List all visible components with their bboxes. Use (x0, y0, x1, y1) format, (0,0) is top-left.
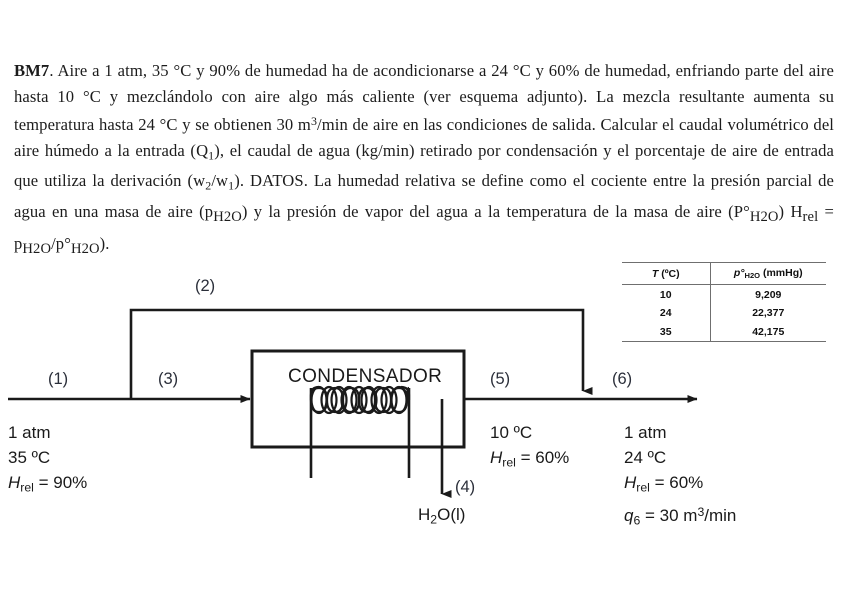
condensate-label-subscript: 2 (430, 512, 438, 527)
problem-line-1: . Aire a 1 atm, 35 °C y 90% de humedad h… (49, 61, 671, 80)
stream-5-specs: 10 ºC Hrel = 60% (490, 420, 569, 475)
condenser-label: CONDENSADOR (288, 366, 443, 387)
problem-line-8d: ). (99, 233, 110, 253)
inlet-humidity: Hrel = 90% (8, 470, 87, 500)
stream-1-label: (1) (48, 370, 69, 388)
vapor-pressure-table: T (ºC) p°H2O (mmHg) 10 9,209 24 22,377 3… (622, 261, 826, 343)
problem-line-4-subscript: 1 (208, 147, 215, 162)
outlet-flow-symbol: q (624, 506, 634, 526)
problem-line-8c: /p° (51, 233, 71, 253)
problem-line-8-sub1: rel (802, 209, 819, 226)
cell-temperature: 10 (622, 284, 711, 304)
condensate-label-h: H (418, 505, 431, 524)
inlet-temperature: 35 ºC (8, 448, 51, 467)
inlet-humidity-symbol: H (8, 473, 21, 492)
outlet-specs: 1 atm 24 ºC Hrel = 60% q6 = 30 m3/min (624, 420, 736, 534)
table-row: 24 22,377 (622, 303, 826, 323)
stream-5-humidity: Hrel = 60% (490, 445, 569, 475)
stream-6-label: (6) (612, 370, 633, 388)
outlet-humidity-symbol: H (624, 473, 637, 492)
table-row: 35 42,175 (622, 322, 826, 343)
pressure-unit: (mmHg) (762, 267, 803, 279)
problem-line-5: agua (kg/min) retirado por condensación … (14, 140, 834, 191)
condensate-label-ol: O(l) (437, 505, 466, 524)
table-header-pressure: p°H2O (mmHg) (710, 261, 826, 286)
problem-line-8-sub3: H2O (70, 240, 100, 257)
outlet-humidity: Hrel = 60% (624, 470, 736, 500)
inlet-specs: 1 atm 35 ºC Hrel = 90% (8, 420, 87, 500)
problem-line-4b: ), el caudal de (214, 140, 313, 160)
stream-5-label: (5) (490, 370, 511, 388)
stream-2-label: (2) (195, 277, 216, 295)
outlet-temperature: 24 ºC (624, 448, 667, 467)
cell-temperature: 24 (622, 303, 711, 323)
stream-3-label: (3) (158, 370, 179, 388)
problem-line-7b: ) y la presión de vapor del agua a la te… (241, 202, 750, 222)
table-row: 10 9,209 (622, 284, 826, 304)
inlet-humidity-value: = 90% (33, 473, 88, 492)
temperature-unit: (ºC) (661, 267, 680, 280)
outlet-flow-subscript: 6 (633, 513, 641, 528)
problem-line-7-sub2: H2O (749, 209, 779, 226)
pressure-subscript: H2O (744, 271, 761, 281)
outlet-humidity-value: = 60% (649, 473, 704, 492)
stream-5-humidity-symbol: H (490, 448, 503, 467)
problem-line-6-sub1: 2 (205, 178, 212, 193)
inlet-humidity-subscript: rel (20, 480, 34, 495)
stream-5-temperature: 10 ºC (490, 423, 533, 442)
temperature-symbol: T (651, 267, 659, 280)
cell-pressure: 22,377 (752, 307, 785, 320)
outlet-humidity-subscript: rel (636, 480, 650, 495)
table-header-temperature: T (ºC) (622, 261, 711, 286)
problem-line-6a: (w (187, 171, 206, 191)
problem-line-2: enfriando parte del aire hasta 10 °C y m… (14, 61, 834, 106)
coil-loops (309, 385, 411, 415)
stream-5-humidity-value: = 60% (515, 448, 570, 467)
table-header-row: T (ºC) p°H2O (mmHg) (622, 261, 826, 286)
outlet-flow: q6 = 30 m3/min (624, 500, 736, 534)
outlet-flow-exponent: 3 (697, 505, 705, 520)
inlet-pressure: 1 atm (8, 423, 51, 442)
problem-line-8b: = p (14, 202, 834, 253)
stream-4-label: (4) (455, 478, 476, 496)
problem-line-6b: /w (211, 171, 229, 191)
problem-line-6-sub2: 1 (228, 178, 235, 193)
problem-line-7a: en una masa de aire (p (52, 202, 214, 222)
problem-line-4a: condiciones de salida. Calcular el cauda… (14, 115, 835, 160)
condensate-label: H2O(l) (418, 502, 465, 532)
problem-line-8a: H (790, 202, 803, 222)
stream-5-humidity-subscript: rel (502, 455, 516, 470)
problem-line-7c: ) (778, 202, 785, 222)
outlet-pressure: 1 atm (624, 423, 667, 442)
outlet-flow-unit: /min (704, 506, 737, 526)
problem-line-8-sub2: H2O (22, 240, 52, 257)
problem-code: BM7 (14, 61, 50, 80)
cell-pressure: 9,209 (755, 288, 782, 301)
problem-line-3b: /min de aire en las (317, 115, 443, 135)
problem-line-3a: La mezcla resultante aumenta su temperat… (14, 86, 834, 135)
problem-line-3-exponent: 3 (310, 114, 318, 128)
pressure-symbol: p° (733, 267, 745, 279)
outlet-flow-value: = 30 m (640, 506, 698, 526)
stream-2-bypass-line (129, 308, 593, 399)
problem-statement: BM7. Aire a 1 atm, 35 °C y 90% de humeda… (14, 58, 834, 262)
problem-line-6c: ). DATOS. La humedad relativa se define … (14, 171, 834, 222)
cell-pressure: 42,175 (710, 322, 826, 343)
cell-temperature: 35 (622, 322, 711, 343)
problem-line-7-sub1: H2O (213, 209, 242, 226)
